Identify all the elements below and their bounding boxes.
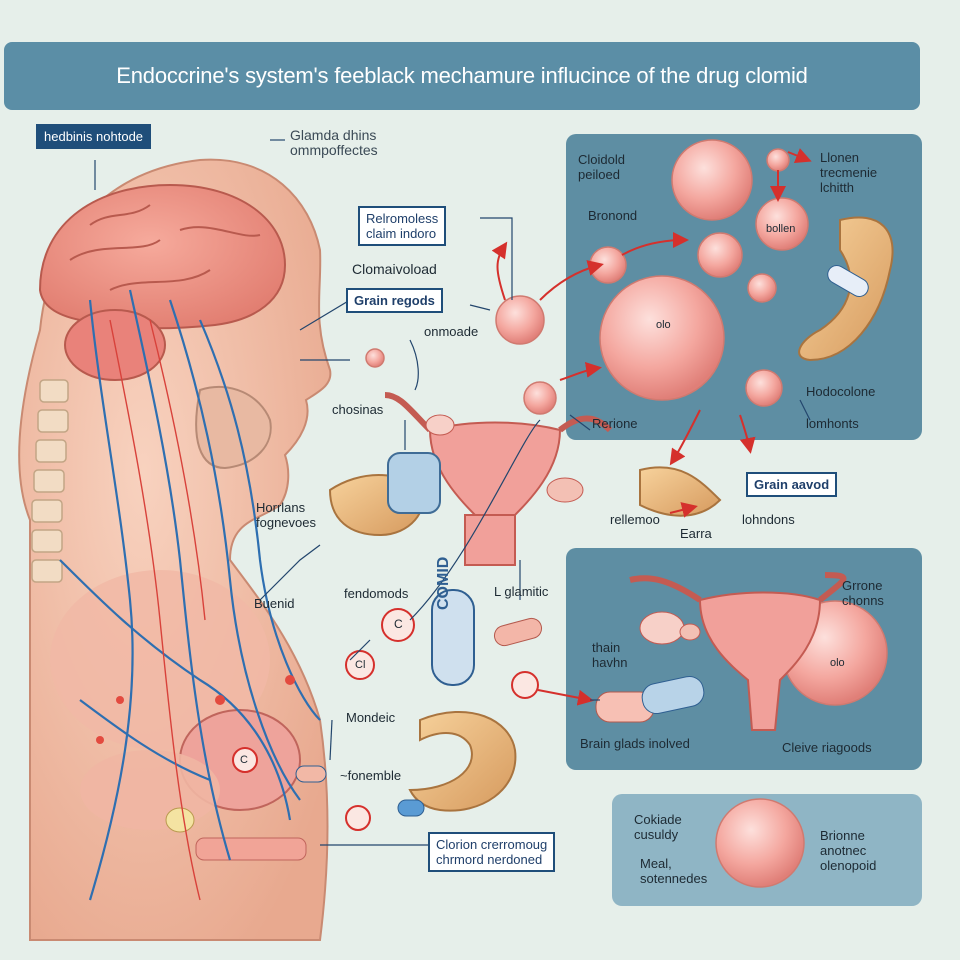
- label-earra: Earra: [680, 526, 712, 541]
- label-hodocolone: Hodocolone: [806, 384, 876, 399]
- adrenal-organ: [328, 452, 441, 537]
- label-bronond: Bronond: [588, 208, 638, 223]
- label-brain-glads: Brain glads inolved: [580, 736, 690, 751]
- circle-markers: [232, 608, 539, 831]
- label-thain: thain havhn: [592, 640, 628, 670]
- uterus-diagram-right: [629, 572, 847, 731]
- title-banner: Endoccrine's system's feeblack mechamure…: [4, 42, 920, 110]
- marker-letter-c-2: C: [240, 754, 248, 766]
- stomach-organ: [408, 711, 517, 812]
- marker-letter-cl: Cl: [355, 659, 366, 671]
- label-grrone: Grrone chonns: [842, 578, 884, 608]
- label-rellemoo: rellemoo: [610, 512, 660, 527]
- label-rerione: Rerione: [592, 416, 638, 431]
- label-clomid-pill: COMID: [435, 556, 452, 610]
- label-onmoade: onmoade: [424, 324, 479, 339]
- uterus-diagram: [384, 392, 613, 566]
- label-balle: bollen: [766, 223, 796, 235]
- label-hedbinis-nohtode: hedbinis nohtode: [36, 124, 152, 149]
- marker-letter-c: C: [394, 617, 403, 631]
- human-body-figure: [18, 158, 332, 941]
- label-retromoles: Relromoless claim indoro: [358, 206, 447, 246]
- label-mondeic: Mondeic: [346, 710, 396, 725]
- label-brionne: Brionne anotnec olenopoid: [820, 828, 877, 873]
- label-clorion: Clorion crerromoug chrmord nerdoned: [428, 832, 556, 872]
- label-cokiade: Cokiade cusuldy: [634, 812, 682, 842]
- pill-capsules: [295, 589, 705, 817]
- label-fonemble: ~fonemble: [340, 768, 402, 783]
- label-glamitic: L glamitic: [494, 584, 549, 599]
- label-meal: Meal, sotennedes: [640, 856, 708, 886]
- label-clomaivoload: Clomaivoload: [352, 261, 437, 277]
- label-lomhonts: lomhonts: [806, 416, 859, 431]
- pancreas-organ: [639, 466, 722, 517]
- label-cleive: Cleive riagoods: [782, 740, 872, 755]
- label-cloidold: Cloidold peiloed: [578, 152, 625, 182]
- kidney-organ: [798, 216, 894, 362]
- page-title: Endoccrine's system's feeblack mechamure…: [116, 63, 808, 88]
- label-choainas: chosinas: [332, 402, 384, 417]
- label-horrlans: Horrlans fognevoes: [256, 500, 316, 530]
- label-grain-aaved: Grain aavod: [746, 472, 838, 497]
- label-olo: olo: [656, 319, 671, 331]
- label-buenid: Buenid: [254, 596, 295, 611]
- label-grain-regods: Grain regods: [346, 288, 443, 313]
- label-olo-2: olo: [830, 657, 845, 669]
- label-fendomods: fendomods: [344, 586, 409, 601]
- label-glands-note: Glamda dhins ommpoffectes: [290, 127, 378, 158]
- label-llonen: Llonen trecmenie lchitth: [820, 150, 878, 195]
- label-lohndons: lohndons: [742, 512, 795, 527]
